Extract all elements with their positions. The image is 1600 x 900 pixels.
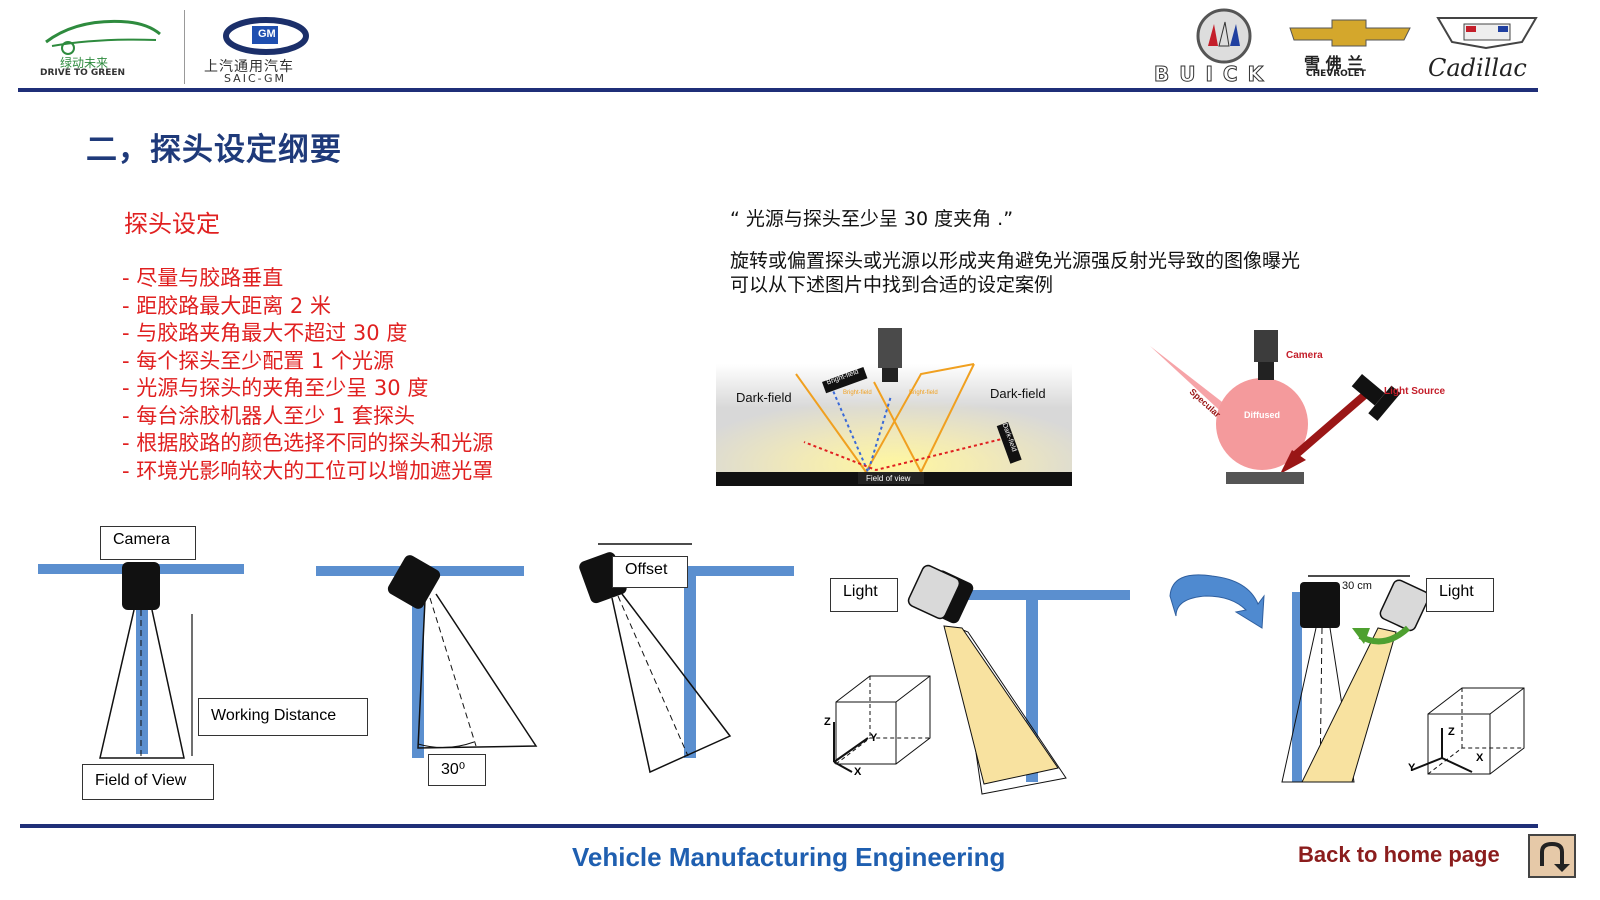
camera-tag: Camera	[1286, 350, 1323, 361]
saic-gm-en: SAIC-GM	[224, 72, 287, 85]
probe-setting-heading: 探头设定	[124, 210, 220, 238]
return-arrow-icon	[1540, 841, 1570, 872]
axis-z-label: Z	[824, 716, 831, 728]
saic-gm-cn: 上汽通用汽车	[204, 59, 294, 75]
angle-label: 30⁰	[428, 754, 486, 786]
drive-to-green-en: DRIVE TO GREEN	[40, 68, 126, 78]
cadillac-text: Cadillac	[1428, 54, 1527, 82]
drive-to-green-cn: 绿动未来	[60, 56, 109, 70]
bright-field-ray-label-2: Bright-field	[909, 390, 938, 396]
axis-y-label: Y	[870, 732, 878, 744]
light-label: Light	[830, 578, 898, 612]
home-button[interactable]	[1528, 834, 1576, 878]
list-item: - 距胶路最大距离 2 米	[122, 293, 331, 318]
footer-title: Vehicle Manufacturing Engineering	[572, 842, 1006, 872]
camera-label: Camera	[100, 526, 196, 560]
chevrolet-cn: 雪 佛 兰	[1304, 54, 1364, 73]
diffused-tag: Diffused	[1244, 410, 1280, 420]
light-source-tag: Light Source	[1384, 386, 1446, 397]
drive-to-green-logo: 绿动未来 DRIVE TO GREEN	[38, 12, 168, 82]
offset-label: Offset	[612, 556, 688, 588]
rotation-note: 旋转或偏置探头或光源以形成夹角避免光源强反射光导致的图像曝光	[730, 250, 1301, 272]
saic-gm-logo: GM 上汽通用汽车 SAIC-GM	[204, 14, 334, 85]
list-item: - 与胶路夹角最大不超过 30 度	[122, 321, 408, 345]
bright-field-ray-label: Bright-field	[843, 390, 872, 396]
light-label-2: Light	[1426, 578, 1494, 612]
angle-quote: “ 光源与探头至少呈 30 度夹角 .”	[730, 208, 1014, 230]
field-of-view-tag: Field of view	[866, 474, 911, 483]
gm-badge: GM	[258, 28, 276, 40]
axis-x-label: X	[854, 766, 862, 778]
buick-text: BUICK	[1153, 62, 1274, 87]
list-item: - 根据胶路的颜色选择不同的探头和光源	[122, 431, 494, 455]
dark-field-right-label: Dark-field	[990, 386, 1046, 401]
dark-bright-field-figure: Dark-field Dark-field Bright-field Brigh…	[716, 326, 1072, 488]
probe-setting-list: - 尽量与胶路垂直 - 距胶路最大距离 2 米 - 与胶路夹角最大不超过 30 …	[122, 265, 493, 485]
chevrolet-en: CHEVROLET	[1306, 69, 1366, 79]
page-title: 二，探头设定纲要	[86, 132, 342, 168]
axis-z-label-2: Z	[1448, 726, 1455, 738]
field-of-view-label: Field of View	[82, 764, 214, 800]
header-rule	[18, 88, 1538, 92]
axis-y-label-2: Y	[1408, 762, 1416, 774]
list-item: - 环境光影响较大的工位可以增加遮光罩	[122, 458, 494, 483]
list-item: - 每个探头至少配置 1 个光源	[122, 348, 394, 373]
header-divider	[184, 10, 185, 84]
footer-rule	[20, 824, 1538, 828]
cadillac-logo: Cadillac	[1428, 12, 1564, 84]
chevrolet-logo: 雪 佛 兰 CHEVROLET	[1286, 14, 1416, 84]
example-note: 可以从下述图片中找到合适的设定案例	[730, 274, 1054, 296]
working-distance-label: Working Distance	[198, 698, 368, 736]
axis-x-label-2: X	[1476, 752, 1484, 764]
buick-logo: BUICK	[1153, 8, 1298, 87]
distance-30cm-label: 30 cm	[1342, 580, 1372, 592]
back-to-home-link[interactable]: Back to home page	[1298, 842, 1500, 867]
mounting-diagrams: Camera Working Distance Field of View 30…	[0, 500, 1600, 810]
dark-field-left-label: Dark-field	[736, 390, 792, 405]
list-item: - 光源与探头的夹角至少呈 30 度	[122, 376, 429, 400]
list-item: - 尽量与胶路垂直	[122, 266, 284, 290]
list-item: - 每台涂胶机器人至少 1 套探头	[122, 403, 415, 428]
specular-diffused-figure: Camera Light Source Specular Diffused	[1140, 326, 1460, 488]
